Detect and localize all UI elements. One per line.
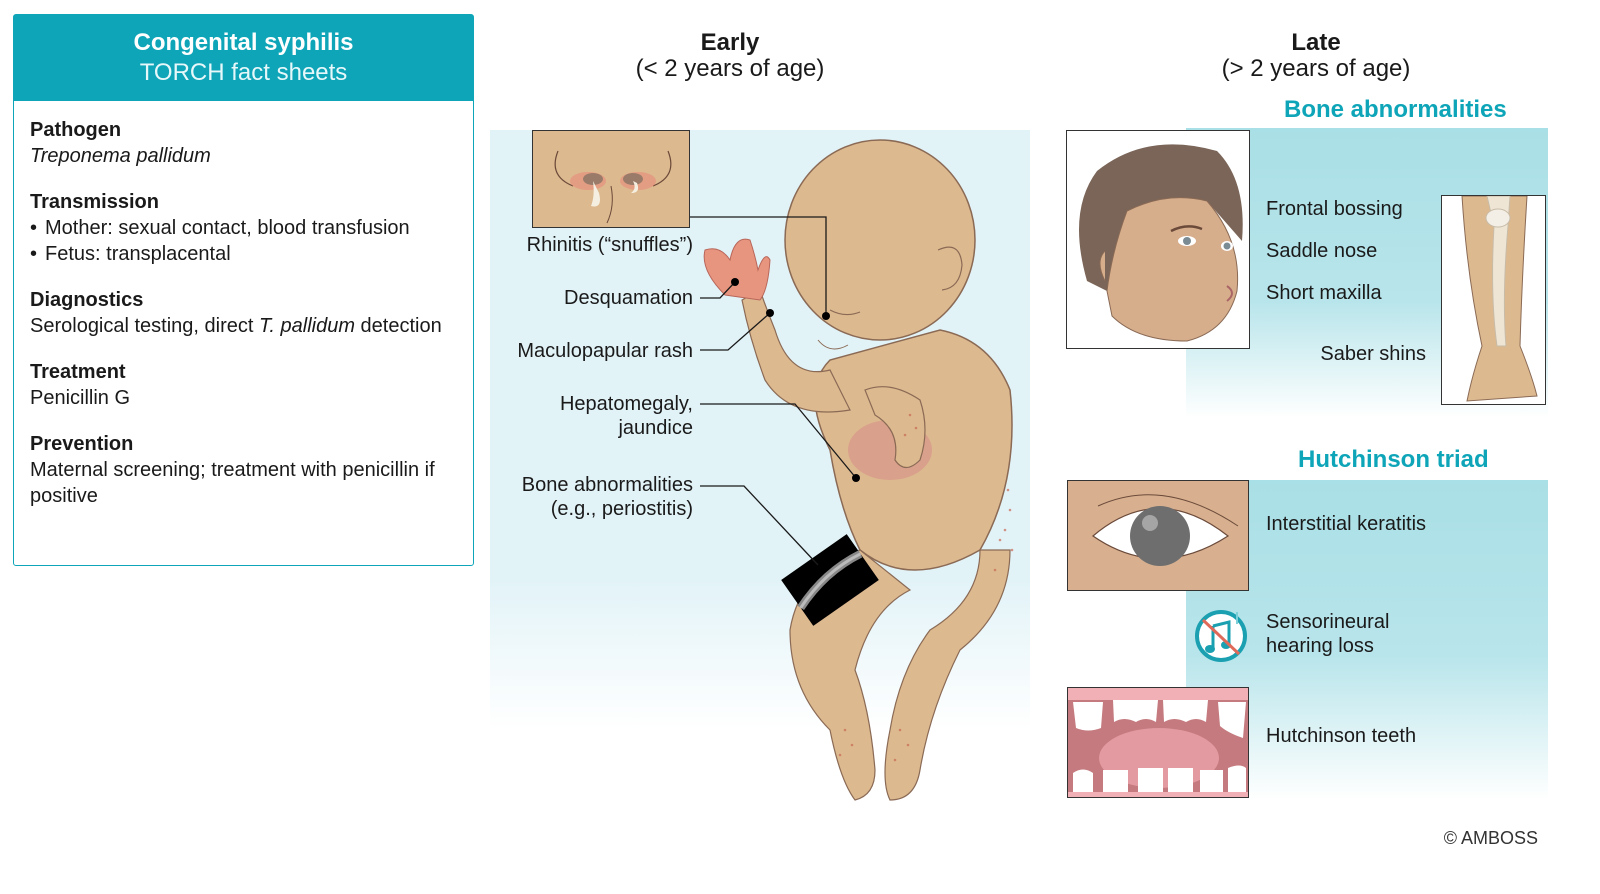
section-title: Prevention (30, 433, 134, 455)
early-subtitle: (< 2 years of age) (635, 55, 825, 82)
early-title: Early (700, 29, 760, 56)
section-title: Diagnostics (30, 289, 144, 311)
pathogen-name: Treponema pallidum (30, 145, 211, 167)
section-title: Treatment (30, 361, 126, 383)
label-bone-abnormalities-early: Bone abnormalities (e.g., periostitis) (500, 473, 693, 521)
section-pathogen: Pathogen Treponema pallidum (30, 117, 473, 169)
fact-sheet-title: Congenital syphilis (133, 29, 354, 56)
hutchinson-teeth-icon (1068, 688, 1248, 797)
label-rhinitis: Rhinitis (“snuffles”) (526, 234, 693, 256)
label-hutchinson-teeth: Hutchinson teeth (1266, 725, 1417, 747)
label-hepatomegaly: Hepatomegaly, jaundice (500, 392, 693, 440)
label-line: Hepatomegaly, (559, 393, 693, 415)
bone-abnormalities-heading: Bone abnormalities (1284, 96, 1507, 123)
bullet-item: Mother: sexual contact, blood transfusio… (30, 215, 473, 241)
fact-sheet-body: Pathogen Treponema pallidum Transmission… (14, 101, 473, 509)
fact-sheet-header: Congenital syphilis TORCH fact sheets (14, 15, 473, 101)
eye-inset-image (1067, 480, 1249, 591)
label-line: jaundice (618, 417, 693, 439)
text-part: Serological testing, direct (30, 315, 260, 337)
prevention-text: Maternal screening; treatment with penic… (30, 459, 435, 507)
label-desquamation: Desquamation (564, 287, 693, 309)
hutchinson-triad-heading: Hutchinson triad (1298, 446, 1489, 473)
face-inset-image (1066, 130, 1250, 349)
text-part: detection (355, 315, 442, 337)
early-heading: Early (< 2 years of age) (620, 30, 840, 82)
late-title: Late (1291, 29, 1341, 56)
section-prevention: Prevention Maternal screening; treatment… (30, 431, 473, 509)
bullet-item: Fetus: transplacental (30, 241, 473, 267)
interstitial-keratitis-eye-icon (1092, 494, 1239, 566)
teeth-inset-image (1067, 687, 1249, 798)
label-line: Bone abnormalities (521, 474, 693, 496)
diagnostics-text: Serological testing, direct T. pallidum … (30, 313, 473, 339)
child-face-illustration-icon (1079, 144, 1243, 342)
treatment-text: Penicillin G (30, 387, 131, 409)
xray-inset-image (781, 534, 879, 626)
copyright-notice: © AMBOSS (1443, 828, 1538, 848)
section-title: Pathogen (30, 119, 122, 141)
nose-illustration-icon (554, 150, 672, 224)
label-interstitial-keratitis: Interstitial keratitis (1266, 513, 1427, 535)
leg-inset-image (1441, 195, 1546, 405)
section-diagnostics: Diagnostics Serological testing, direct … (30, 287, 473, 339)
rhinitis-inset-image (532, 130, 690, 228)
late-subtitle: (> 2 years of age) (1221, 55, 1411, 82)
label-frontal-bossing: Frontal bossing (1266, 198, 1403, 220)
label-line: Sensorineural (1266, 611, 1390, 633)
section-treatment: Treatment Penicillin G (30, 359, 473, 411)
label-line: (e.g., periostitis) (550, 498, 693, 520)
fact-sheet-subtitle: TORCH fact sheets (139, 59, 348, 86)
label-maculopapular-rash: Maculopapular rash (517, 340, 693, 362)
infant-illustration (703, 139, 1014, 801)
label-hearing-loss: Sensorineural hearing loss (1266, 610, 1389, 658)
label-saber-shins: Saber shins (1320, 343, 1426, 365)
label-line: hearing loss (1266, 635, 1374, 657)
late-heading: Late (> 2 years of age) (1206, 30, 1426, 82)
label-saddle-nose: Saddle nose (1266, 240, 1378, 262)
hearing-loss-icon (1195, 610, 1247, 662)
text-italic: T. pallidum (259, 315, 355, 337)
saber-shin-leg-illustration-icon (1461, 196, 1538, 402)
section-transmission: Transmission Mother: sexual contact, blo… (30, 189, 473, 267)
section-title: Transmission (30, 191, 159, 213)
label-short-maxilla: Short maxilla (1266, 282, 1382, 304)
fact-sheet-card: Congenital syphilis TORCH fact sheets Pa… (13, 14, 474, 566)
